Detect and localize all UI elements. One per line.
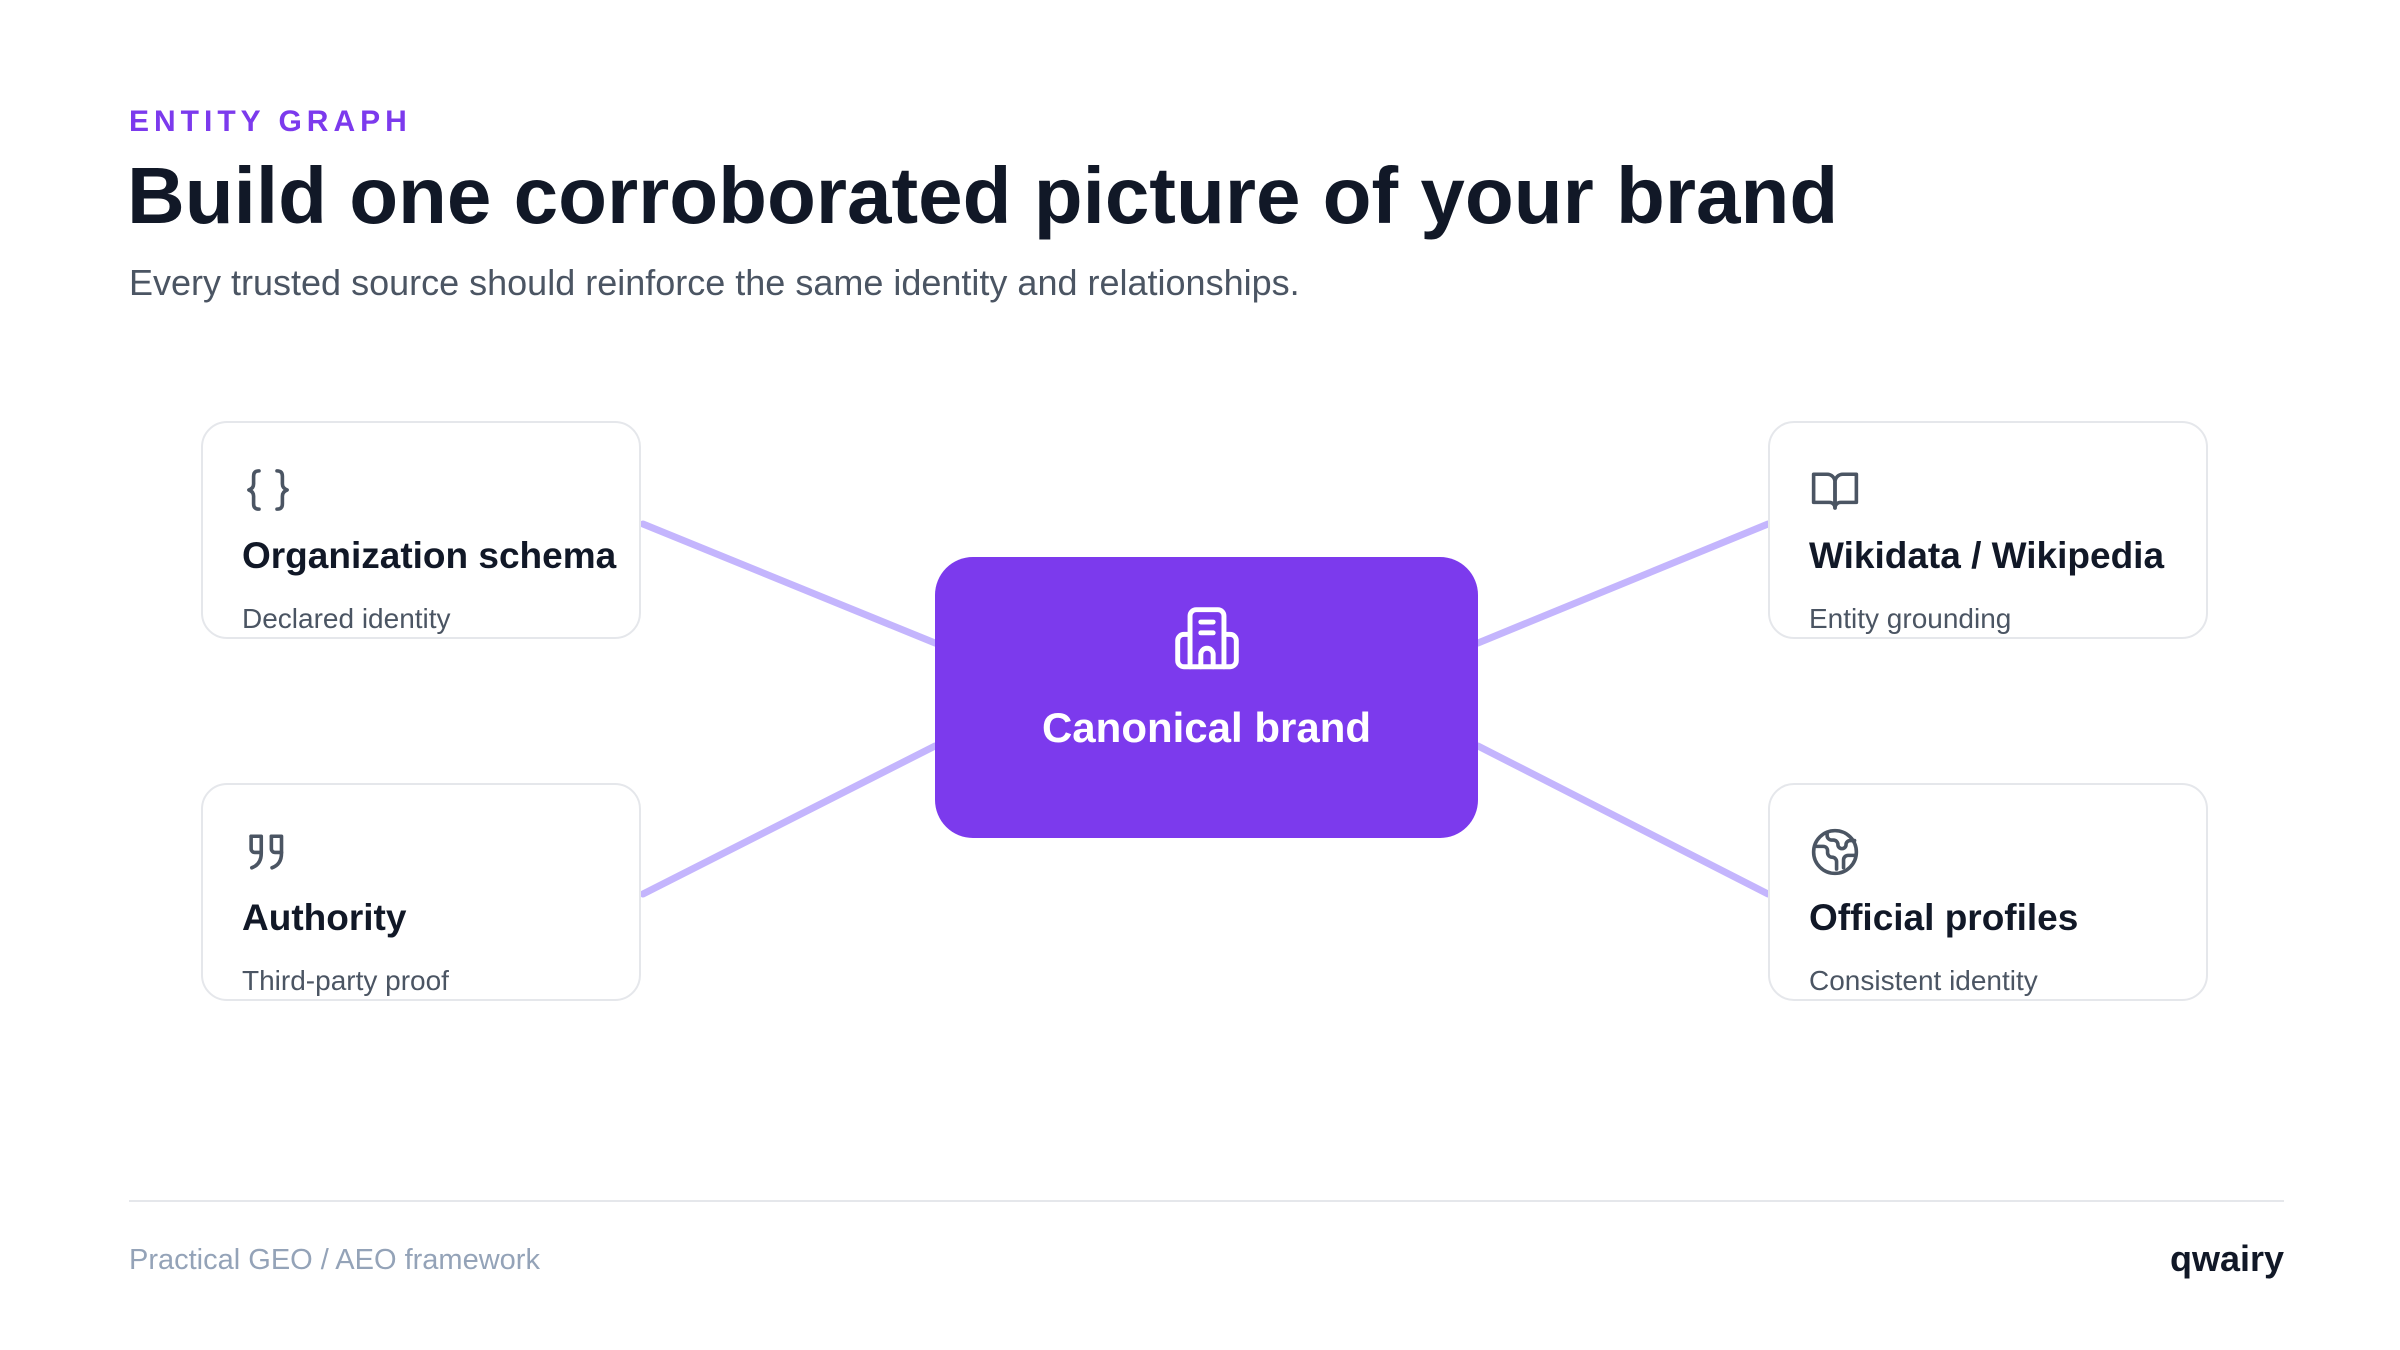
footer-caption: Practical GEO / AEO framework: [129, 1244, 540, 1276]
card-title: Wikidata / Wikipedia: [1809, 535, 2165, 576]
canonical-brand-node: Canonical brand: [935, 557, 1478, 838]
globe-icon: [1808, 825, 1862, 879]
card-authority: Authority Third-party proof: [201, 783, 641, 1001]
eyebrow-label: ENTITY GRAPH: [129, 105, 412, 138]
connector-org: [639, 520, 939, 647]
page-title: Build one corroborated picture of your b…: [127, 151, 1839, 240]
card-subtitle: Consistent identity: [1809, 965, 2038, 996]
card-wikidata-wikipedia: Wikidata / Wikipedia Entity grounding: [1768, 421, 2208, 639]
card-title: Authority: [242, 897, 407, 938]
card-organization-schema: Organization schema Declared identity: [201, 421, 641, 639]
card-official-profiles: Official profiles Consistent identity: [1768, 783, 2208, 1001]
card-subtitle: Entity grounding: [1809, 603, 2012, 634]
card-title: Organization schema: [242, 535, 617, 576]
quote-icon: [241, 825, 295, 879]
connector-profiles: [1474, 742, 1772, 898]
brand-logo: qwairy: [2169, 1238, 2284, 1279]
card-subtitle: Declared identity: [242, 603, 451, 634]
connector-wiki: [1474, 520, 1772, 647]
connector-authority: [639, 742, 939, 898]
page-subtitle: Every trusted source should reinforce th…: [129, 262, 1300, 303]
building-icon: [1170, 602, 1244, 676]
book-open-icon: [1808, 463, 1862, 517]
card-title: Official profiles: [1809, 897, 2079, 938]
footer-divider: [129, 1200, 2284, 1202]
center-label: Canonical brand: [1041, 704, 1372, 751]
card-subtitle: Third-party proof: [242, 965, 449, 996]
braces-icon: [241, 463, 295, 517]
